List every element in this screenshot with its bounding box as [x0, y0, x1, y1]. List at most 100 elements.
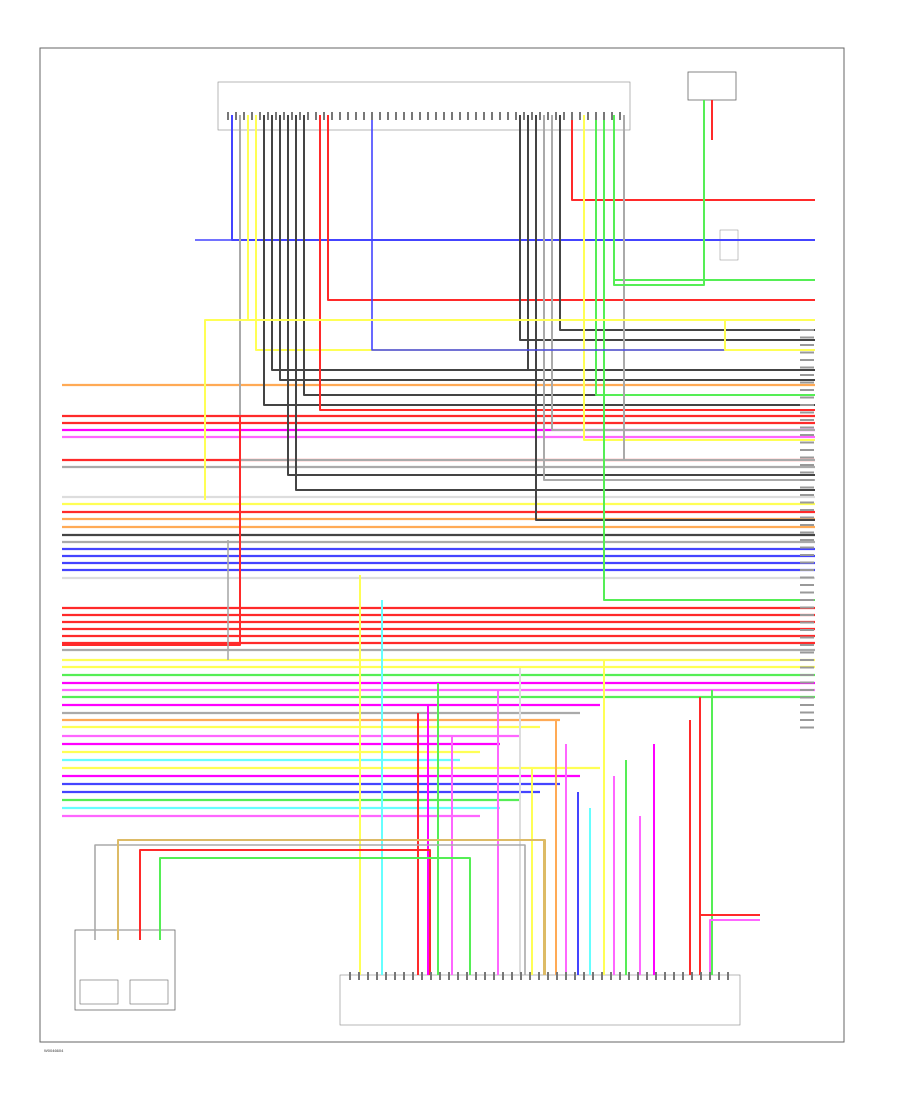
connector-pin — [499, 112, 501, 120]
edge-pin — [800, 726, 814, 729]
edge-pin — [800, 554, 814, 556]
edge-pin — [800, 681, 814, 684]
connector-pin — [394, 972, 396, 980]
edge-pin — [800, 674, 814, 676]
connector-pin — [718, 972, 720, 980]
edge-pin — [800, 441, 814, 444]
connector-pin — [515, 112, 517, 120]
edge-pin — [800, 516, 814, 519]
connector-pin — [682, 972, 684, 980]
edge-pin — [800, 479, 814, 481]
connector-pin — [347, 112, 349, 120]
edge-pin — [800, 651, 814, 654]
right-pink-wire — [709, 919, 760, 975]
right-component-box — [719, 229, 739, 261]
right-drop-wire — [551, 115, 815, 431]
connector-pin — [539, 112, 541, 120]
connector-pin — [603, 112, 605, 120]
footer-code: W0046604 — [44, 1048, 64, 1053]
edge-pin — [800, 614, 814, 616]
connector-pin — [371, 112, 373, 120]
connector-pin — [610, 972, 612, 980]
relay-left — [79, 979, 119, 1005]
connector-pin — [459, 112, 461, 120]
connector-pin — [655, 972, 657, 980]
connector-pin — [709, 972, 711, 980]
connector-pin — [235, 112, 237, 120]
blue-loop-wire — [371, 115, 815, 351]
bottom-left-relay-box — [74, 929, 176, 1011]
connector-pin — [700, 972, 702, 980]
connector-pin — [419, 112, 421, 120]
edge-pin — [800, 719, 814, 721]
connector-pin — [299, 112, 301, 120]
connector-pin — [547, 972, 549, 980]
connector-pin — [646, 972, 648, 980]
connector-pin — [307, 112, 309, 120]
connector-pin — [435, 112, 437, 120]
connector-pin — [367, 972, 369, 980]
connector-pin — [727, 972, 729, 980]
top-drop-wire — [263, 115, 815, 406]
edge-pin — [800, 524, 814, 526]
edge-pin — [800, 366, 814, 369]
connector-pin — [430, 972, 432, 980]
wire-group — [62, 100, 815, 975]
edge-pin — [800, 584, 814, 586]
connector-pin — [331, 112, 333, 120]
right-drop-wire — [583, 115, 815, 441]
edge-pin — [800, 359, 814, 361]
connector-pin — [483, 112, 485, 120]
relay-wire-3 — [139, 849, 431, 975]
connector-pin — [587, 112, 589, 120]
right-drop-wire — [623, 115, 815, 461]
connector-pin — [611, 112, 613, 120]
edge-pin — [800, 404, 814, 406]
connector-pin — [565, 972, 567, 980]
edge-pin — [800, 531, 814, 534]
diagram-border — [39, 47, 845, 1043]
connector-pin — [691, 972, 693, 980]
top-drop-wire — [327, 115, 815, 301]
connector-pin — [283, 112, 285, 120]
bottom-ecu-block — [339, 974, 741, 1026]
connector-pin — [493, 972, 495, 980]
connector-pin — [251, 112, 253, 120]
edge-pin — [800, 606, 814, 609]
pin-group — [227, 112, 814, 980]
connector-pin — [451, 112, 453, 120]
edge-pin — [800, 629, 814, 631]
right-drop-wire — [603, 115, 815, 601]
edge-pin — [800, 561, 814, 564]
edge-pin — [800, 621, 814, 624]
connector-pin — [520, 972, 522, 980]
connector-pin — [595, 112, 597, 120]
connector-pin — [421, 972, 423, 980]
edge-pin — [800, 576, 814, 579]
connector-pin — [637, 972, 639, 980]
connector-pin — [475, 972, 477, 980]
connector-pin — [379, 112, 381, 120]
connector-pin — [363, 112, 365, 120]
right-drop-wire — [613, 115, 815, 281]
connector-pin — [531, 112, 533, 120]
right-drop-wire — [559, 115, 815, 331]
edge-pin — [800, 381, 814, 384]
connector-pin — [376, 972, 378, 980]
edge-pin — [800, 456, 814, 459]
edge-pin — [800, 396, 814, 399]
connector-pin — [227, 112, 229, 120]
connector-pin — [291, 112, 293, 120]
connector-pin — [411, 112, 413, 120]
edge-pin — [800, 689, 814, 691]
edge-pin — [800, 546, 814, 549]
connector-pin — [556, 972, 558, 980]
connector-pin — [243, 112, 245, 120]
right-drop-wire — [595, 115, 815, 396]
connector-pin — [511, 972, 513, 980]
connector-pin — [484, 972, 486, 980]
left-red-wire — [62, 415, 241, 646]
edge-pin — [800, 494, 814, 496]
connector-pin — [275, 112, 277, 120]
right-drop-wire — [543, 115, 815, 481]
